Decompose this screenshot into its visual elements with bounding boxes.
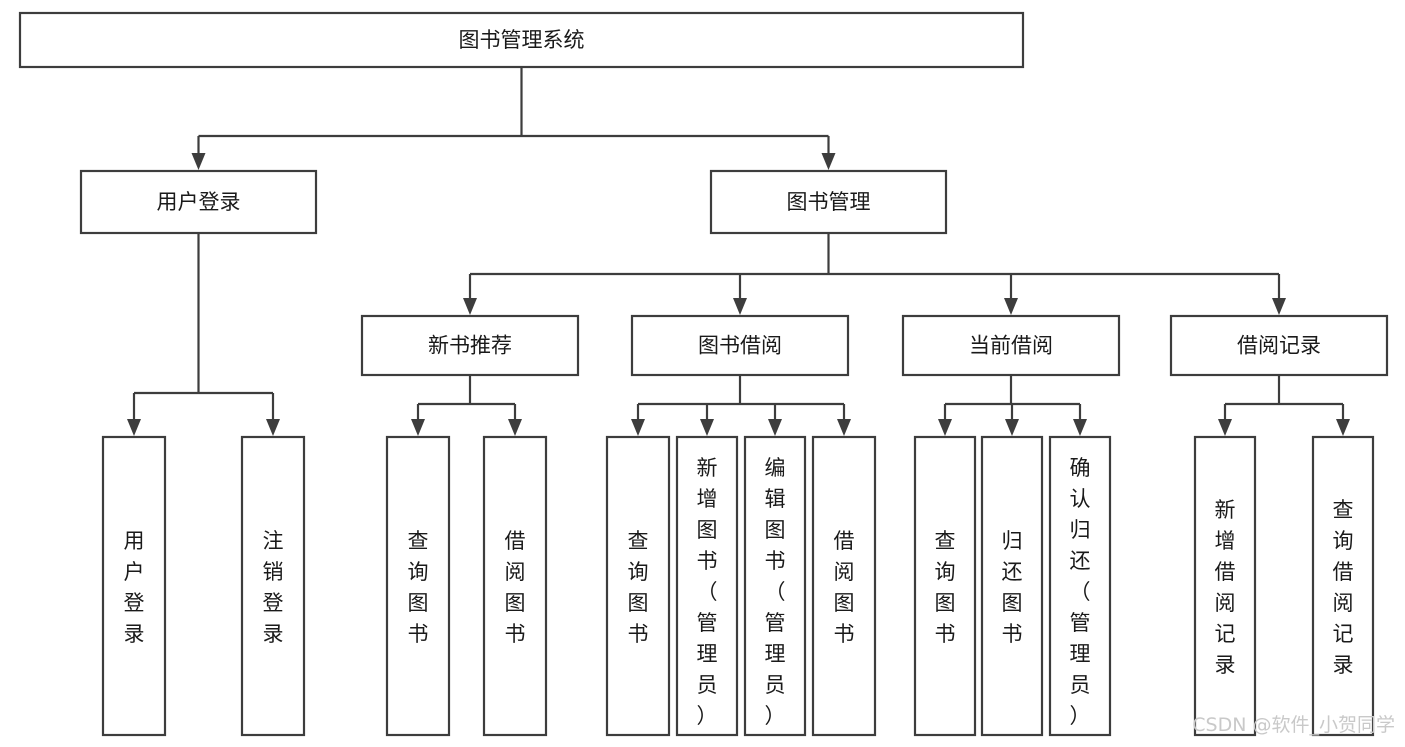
node-level3-new-book-recommend-box xyxy=(360,314,580,377)
node-leaf-leaf-add-book-admin-box xyxy=(675,435,739,737)
node-leaf-leaf-borrow-book[interactable]: 借阅图书 xyxy=(811,435,877,737)
node-leaf-leaf-edit-book-admin-box xyxy=(743,435,807,737)
node-root-system[interactable]: 图书管理系统 xyxy=(18,11,1025,69)
node-leaf-leaf-logout-label: 注销登录 xyxy=(263,529,284,646)
node-leaf-leaf-query-book-current-box xyxy=(913,435,977,737)
node-leaf-leaf-query-book-rec[interactable]: 查询图书 xyxy=(385,435,451,737)
arrow-head-icon xyxy=(266,419,280,436)
node-leaf-leaf-user-login-box xyxy=(101,435,167,737)
node-level3-borrow-record-label: 借阅记录 xyxy=(1237,334,1321,358)
node-leaf-leaf-add-borrow-record-label: 新增借阅记录 xyxy=(1215,498,1236,677)
arrow-head-icon xyxy=(837,419,851,436)
node-leaf-leaf-confirm-return-admin[interactable]: 确认归还（管理员） xyxy=(1048,435,1112,737)
node-leaf-leaf-query-book-borrow-label: 查询图书 xyxy=(628,529,649,646)
arrow-head-icon xyxy=(191,153,206,170)
node-level3-new-book-recommend[interactable]: 新书推荐 xyxy=(360,314,580,377)
arrow-head-icon xyxy=(1272,298,1286,315)
arrow-head-icon xyxy=(1005,419,1019,436)
node-leaf-leaf-return-book-label: 归还图书 xyxy=(1002,529,1023,646)
node-leaf-leaf-borrow-book-box xyxy=(811,435,877,737)
node-leaf-leaf-query-book-borrow[interactable]: 查询图书 xyxy=(605,435,671,737)
arrow-head-icon xyxy=(938,419,952,436)
arrow-head-icon xyxy=(508,419,522,436)
node-level2-user-login-box xyxy=(79,169,318,235)
connector-book-borrow-to-leaves xyxy=(631,375,851,436)
node-leaf-leaf-borrow-book-label: 借阅图书 xyxy=(834,529,855,646)
node-leaf-leaf-query-borrow-record[interactable]: 查询借阅记录 xyxy=(1311,435,1375,737)
node-leaf-leaf-edit-book-admin-label: 编辑图书（管理员） xyxy=(765,456,786,728)
node-level3-book-borrow-box xyxy=(630,314,850,377)
node-leaf-leaf-add-borrow-record-box xyxy=(1193,435,1257,737)
node-leaf-leaf-return-book[interactable]: 归还图书 xyxy=(980,435,1044,737)
node-level2-user-login-label: 用户登录 xyxy=(157,190,241,214)
arrow-head-icon xyxy=(821,153,836,170)
arrow-head-icon xyxy=(1218,419,1232,436)
node-leaf-leaf-return-book-box xyxy=(980,435,1044,737)
node-leaf-leaf-query-book-current[interactable]: 查询图书 xyxy=(913,435,977,737)
arrow-head-icon xyxy=(733,298,747,315)
node-level2-book-manage-label: 图书管理 xyxy=(787,190,871,214)
node-leaf-leaf-borrow-book-rec[interactable]: 借阅图书 xyxy=(482,435,548,737)
node-root-system-label: 图书管理系统 xyxy=(459,28,585,52)
node-leaf-leaf-query-borrow-record-label: 查询借阅记录 xyxy=(1333,498,1354,677)
node-leaf-leaf-borrow-book-rec-box xyxy=(482,435,548,737)
node-level2-book-manage-box xyxy=(709,169,948,235)
node-leaf-leaf-confirm-return-admin-box xyxy=(1048,435,1112,737)
connector-root-to-level2 xyxy=(191,67,836,170)
node-level2-user-login[interactable]: 用户登录 xyxy=(79,169,318,235)
node-level3-borrow-record-box xyxy=(1169,314,1389,377)
connector-current-borrow-to-leaves xyxy=(938,375,1087,436)
node-level2-book-manage[interactable]: 图书管理 xyxy=(709,169,948,235)
arrow-head-icon xyxy=(700,419,714,436)
connector-user-login-to-leaves xyxy=(127,233,280,436)
arrow-head-icon xyxy=(631,419,645,436)
node-leaf-leaf-add-borrow-record[interactable]: 新增借阅记录 xyxy=(1193,435,1257,737)
csdn-watermark: CSDN @软件_小贺同学 xyxy=(1192,714,1395,736)
connectors-layer xyxy=(127,67,1350,436)
arrow-head-icon xyxy=(463,298,477,315)
connector-new-book-recommend-to-leaves xyxy=(411,375,522,436)
connector-borrow-record-to-leaves xyxy=(1218,375,1350,436)
node-leaf-leaf-confirm-return-admin-label: 确认归还（管理员） xyxy=(1070,456,1091,728)
node-leaf-leaf-query-book-rec-label: 查询图书 xyxy=(408,529,429,646)
node-leaf-leaf-query-borrow-record-box xyxy=(1311,435,1375,737)
node-leaf-leaf-query-book-borrow-box xyxy=(605,435,671,737)
arrow-head-icon xyxy=(411,419,425,436)
arrow-head-icon xyxy=(1004,298,1018,315)
node-leaf-leaf-user-login-label: 用户登录 xyxy=(124,529,145,646)
node-leaf-leaf-add-book-admin[interactable]: 新增图书（管理员） xyxy=(675,435,739,737)
nodes-layer: 图书管理系统用户登录图书管理新书推荐图书借阅当前借阅借阅记录用户登录注销登录查询… xyxy=(18,11,1389,737)
node-level3-current-borrow[interactable]: 当前借阅 xyxy=(901,314,1121,377)
node-leaf-leaf-logout-box xyxy=(240,435,306,737)
node-level3-book-borrow[interactable]: 图书借阅 xyxy=(630,314,850,377)
node-leaf-leaf-logout[interactable]: 注销登录 xyxy=(240,435,306,737)
node-leaf-leaf-user-login[interactable]: 用户登录 xyxy=(101,435,167,737)
node-root-system-box xyxy=(18,11,1025,69)
node-leaf-leaf-query-book-rec-box xyxy=(385,435,451,737)
node-leaf-leaf-add-book-admin-label: 新增图书（管理员） xyxy=(697,456,718,728)
node-leaf-leaf-borrow-book-rec-label: 借阅图书 xyxy=(505,529,526,646)
connector-bookmanage-to-level3 xyxy=(463,233,1286,315)
node-level3-borrow-record[interactable]: 借阅记录 xyxy=(1169,314,1389,377)
arrow-head-icon xyxy=(1336,419,1350,436)
node-level3-current-borrow-box xyxy=(901,314,1121,377)
node-leaf-leaf-query-book-current-label: 查询图书 xyxy=(935,529,956,646)
node-level3-new-book-recommend-label: 新书推荐 xyxy=(428,334,512,358)
node-leaf-leaf-edit-book-admin[interactable]: 编辑图书（管理员） xyxy=(743,435,807,737)
arrow-head-icon xyxy=(127,419,141,436)
node-level3-current-borrow-label: 当前借阅 xyxy=(969,334,1053,358)
node-level3-book-borrow-label: 图书借阅 xyxy=(698,334,782,358)
arrow-head-icon xyxy=(1073,419,1087,436)
arrow-head-icon xyxy=(768,419,782,436)
